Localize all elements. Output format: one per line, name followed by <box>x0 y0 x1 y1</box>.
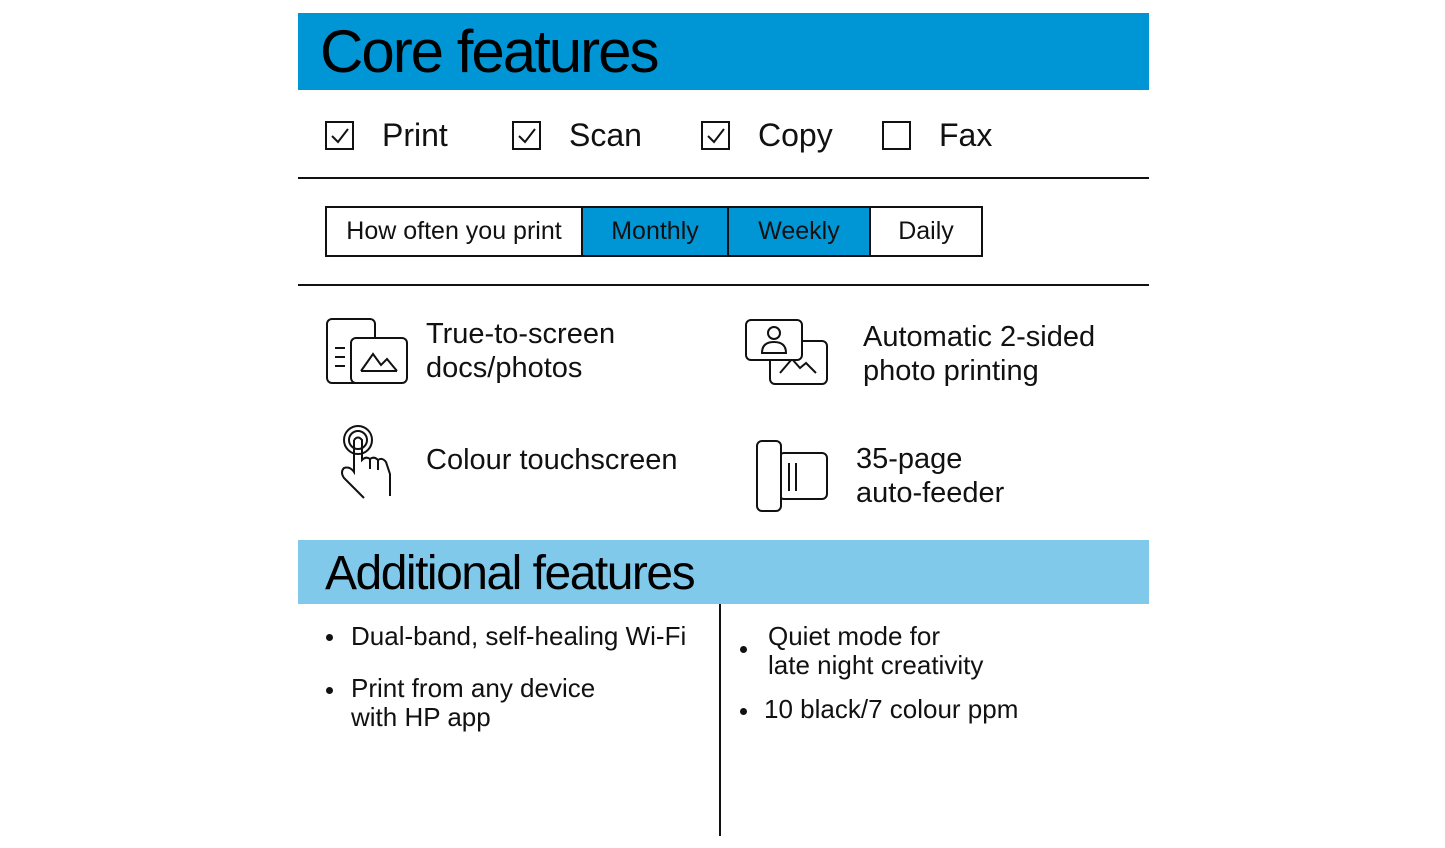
column-divider <box>719 604 721 836</box>
two-sided-photo-icon <box>745 319 828 385</box>
checkmark-icon <box>518 127 536 144</box>
frequency-daily: Daily <box>869 208 981 255</box>
docs-photos-icon <box>326 318 408 384</box>
section-divider <box>298 177 1149 179</box>
touch-hand-icon <box>341 425 391 499</box>
bullet-item: 10 black/7 colour ppm <box>764 694 1019 724</box>
copy-checkbox <box>701 120 730 150</box>
function-fax: Fax <box>882 110 992 160</box>
bullet-dot <box>326 687 333 694</box>
frequency-label: How often you print <box>346 217 562 245</box>
feature-text: Automatic 2-sided photo printing <box>863 321 1096 387</box>
feature-text: 35-page auto-feeder <box>856 443 1005 509</box>
function-copy: Copy <box>701 110 833 160</box>
core-features-header: Core features <box>298 13 1149 90</box>
core-features-title: Core features <box>320 18 660 85</box>
bullet-item: Dual-band, self-healing Wi-Fi <box>351 621 687 651</box>
print-checkbox <box>325 120 354 150</box>
bullet-dot <box>740 708 747 715</box>
function-label: Fax <box>939 116 993 153</box>
frequency-monthly: Monthly <box>581 208 727 255</box>
auto-feeder-icon <box>756 440 828 512</box>
scan-checkbox <box>512 120 541 150</box>
bullet-dot <box>326 634 333 641</box>
function-label: Print <box>382 116 448 153</box>
function-label: Copy <box>758 116 833 153</box>
print-frequency-bar: How often you print Monthly Weekly Daily <box>325 206 983 257</box>
section-divider <box>298 284 1149 286</box>
feature-text: Colour touchscreen <box>426 443 678 476</box>
bullet-dot <box>740 646 747 653</box>
function-label: Scan <box>569 116 642 153</box>
feature-auto-feeder: 35-page auto-feeder <box>755 439 1004 513</box>
function-print: Print <box>325 110 448 160</box>
function-scan: Scan <box>512 110 642 160</box>
frequency-weekly: Weekly <box>727 208 869 255</box>
checkmark-icon <box>331 127 349 144</box>
bullet-item: Quiet mode for late night creativity <box>768 621 984 680</box>
feature-touchscreen: Colour touchscreen <box>336 424 677 500</box>
fax-checkbox <box>882 120 911 150</box>
feature-two-sided: Automatic 2-sided photo printing <box>744 316 1095 388</box>
product-features-panel: Core features Print Scan Copy Fax <box>298 0 1149 848</box>
feature-text: True-to-screen docs/photos <box>426 318 616 384</box>
additional-features-title: Additional features <box>325 547 696 600</box>
function-checklist: Print Scan Copy Fax <box>298 110 1149 160</box>
bullet-item: Print from any device with HP app <box>351 673 596 732</box>
checkmark-icon <box>707 127 725 144</box>
feature-docs-photos: True-to-screen docs/photos <box>325 316 615 386</box>
additional-features-header: Additional features <box>298 540 1149 604</box>
